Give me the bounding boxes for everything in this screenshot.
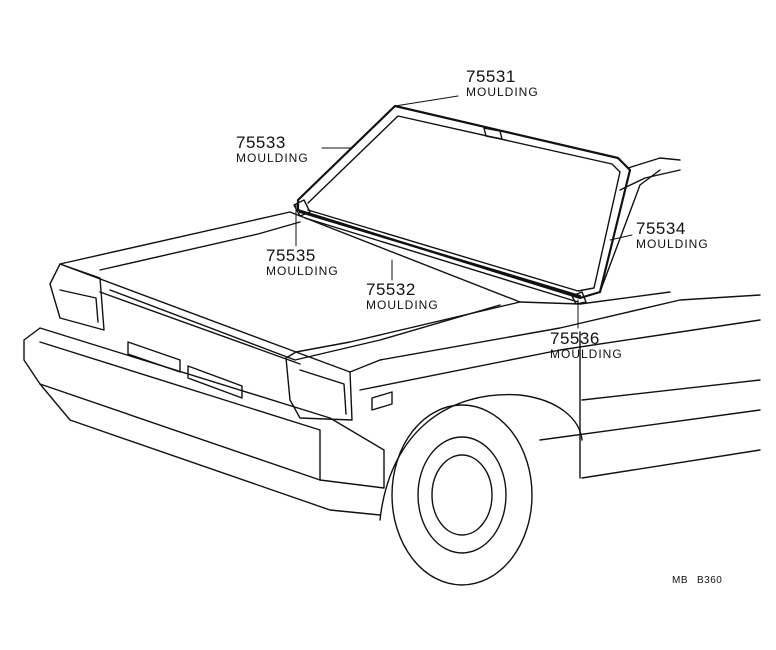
bumper-edge: [39, 341, 321, 481]
rocker-line: [581, 449, 761, 479]
part-label-75534: 75534 MOULDING: [636, 220, 709, 250]
hood-crease-left: [99, 221, 301, 271]
cowl-moulding-edge: [304, 217, 579, 303]
side-marker: [371, 391, 393, 411]
part-label-75531: 75531 MOULDING: [466, 68, 539, 98]
hood-side-right: [519, 291, 671, 305]
front-bumper: [23, 327, 385, 489]
part-name: MOULDING: [466, 85, 539, 99]
door-line: [581, 379, 761, 401]
hood-front-line: [109, 289, 501, 361]
leader-75531: [394, 95, 459, 107]
part-label-75532: 75532 MOULDING: [366, 281, 439, 311]
part-label-75536: 75536 MOULDING: [550, 330, 623, 360]
windshield-outer-frame: [296, 104, 632, 300]
right-pillar-line: [619, 169, 681, 191]
windshield-inner-frame: [307, 115, 621, 292]
part-label-75535: 75535 MOULDING: [266, 247, 339, 277]
body-lower: [539, 409, 761, 441]
part-name: MOULDING: [236, 151, 309, 165]
right-pillar: [627, 157, 681, 169]
part-name: MOULDING: [266, 264, 339, 278]
left-headlight-inner: [59, 289, 99, 323]
part-number: 75535: [266, 246, 316, 265]
right-headlight-inner: [299, 369, 347, 415]
part-number: 75534: [636, 219, 686, 238]
front-rim: [417, 436, 507, 554]
left-headlight: [49, 263, 105, 331]
leader-75534: [609, 234, 633, 241]
left-corner-piece: [293, 199, 311, 217]
part-number: 75533: [236, 133, 286, 152]
hood-top: [59, 211, 521, 353]
hood-crease-front: [99, 291, 301, 365]
roof-edge: [599, 169, 661, 293]
part-number: 75531: [466, 67, 516, 86]
part-number: 75532: [366, 280, 416, 299]
right-corner-piece: [571, 291, 587, 305]
upper-moulding-joint: [483, 127, 503, 140]
hub-cap: [431, 454, 493, 536]
front-tire: [391, 404, 533, 586]
wheel-arch: [379, 393, 583, 521]
reference-prefix: MB: [672, 575, 688, 586]
right-headlight: [285, 351, 353, 421]
part-label-75533: 75533 MOULDING: [236, 134, 309, 164]
fender-line: [359, 319, 761, 391]
part-name: MOULDING: [550, 347, 623, 361]
part-name: MOULDING: [366, 298, 439, 312]
reference-code: B360: [697, 575, 723, 586]
diagram-reference-code: MB B360: [672, 575, 722, 586]
cowl-moulding: [298, 210, 582, 298]
part-name: MOULDING: [636, 237, 709, 251]
front-fender: [349, 294, 761, 373]
part-number: 75536: [550, 329, 600, 348]
bumper-lower: [39, 383, 381, 516]
